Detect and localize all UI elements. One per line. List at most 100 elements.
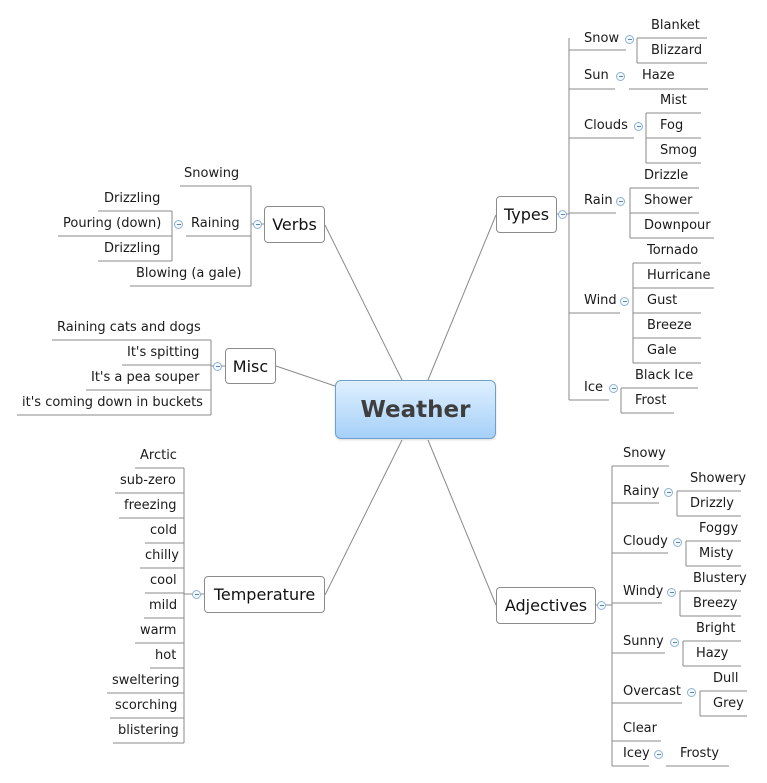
topic-label: Misc [232,356,269,376]
subtopic-breezy[interactable]: Breezy [693,596,738,611]
edge-central-verbs [324,224,403,381]
topic-label: Temperature [213,585,316,604]
collapse-icon[interactable] [213,362,222,371]
subtopic-mist[interactable]: Mist [660,93,687,108]
central-topic-label: Weather [360,396,471,423]
subtopic-clouds[interactable]: Clouds [584,118,628,133]
subtopic-dull[interactable]: Dull [713,671,739,686]
subtopic-fog[interactable]: Fog [660,118,684,133]
subtopic-snowing[interactable]: Snowing [184,166,240,181]
subtopic-smog[interactable]: Smog [660,143,698,158]
collapse-icon[interactable] [597,601,606,610]
collapse-icon[interactable] [667,588,676,597]
collapse-icon[interactable] [673,538,682,547]
subtopic-shower[interactable]: Shower [644,193,693,208]
subtopic-snowy[interactable]: Snowy [623,446,666,461]
subtopic-its-coming-down-in-buckets[interactable]: it's coming down in buckets [22,395,203,410]
topic-adjectives[interactable]: Adjectives [496,587,596,624]
subtopic-overcast[interactable]: Overcast [623,684,681,699]
subtopic-foggy[interactable]: Foggy [699,521,739,536]
subtopic-tornado[interactable]: Tornado [647,243,699,258]
central-topic-weather[interactable]: Weather [335,380,496,439]
subtopic-drizzling[interactable]: Drizzling [104,191,161,206]
collapse-icon[interactable] [609,384,618,393]
subtopic-arctic[interactable]: Arctic [140,448,177,463]
subtopic-ice[interactable]: Ice [584,380,603,395]
topic-label: Verbs [272,215,317,234]
subtopic-blizzard[interactable]: Blizzard [651,43,703,58]
edge-central-temperature [324,439,403,596]
topic-label: Adjectives [504,596,588,615]
collapse-icon[interactable] [664,488,673,497]
subtopic-frosty[interactable]: Frosty [680,746,720,761]
subtopic-blowing-a-gale[interactable]: Blowing (a gale) [136,266,242,281]
subtopic-clear[interactable]: Clear [623,721,657,736]
subtopic-cloudy[interactable]: Cloudy [623,534,668,549]
subtopic-hurricane[interactable]: Hurricane [647,268,711,283]
collapse-icon[interactable] [616,197,625,206]
subtopic-drizzly[interactable]: Drizzly [690,496,734,511]
subtopic-icey[interactable]: Icey [623,746,650,761]
subtopic-its-spitting[interactable]: It's spitting [127,345,200,360]
subtopic-rainy[interactable]: Rainy [623,484,660,499]
subtopic-hazy[interactable]: Hazy [696,646,729,661]
subtopic-bright[interactable]: Bright [696,621,736,636]
collapse-icon[interactable] [687,688,696,697]
subtopic-raining[interactable]: Raining [191,216,240,231]
subtopic-scorching[interactable]: scorching [115,698,178,713]
subtopic-black-ice[interactable]: Black Ice [635,368,694,383]
topic-misc[interactable]: Misc [225,348,276,384]
subtopic-warm[interactable]: warm [140,623,177,638]
subtopic-drizzle[interactable]: Drizzle [644,168,689,183]
subtopic-mild[interactable]: mild [149,598,178,613]
subtopic-pouring-down[interactable]: Pouring (down) [63,216,162,231]
subtopic-drizzling[interactable]: Drizzling [104,241,161,256]
subtopic-rain[interactable]: Rain [584,193,613,208]
edge-central-misc [275,365,336,387]
subtopic-showery[interactable]: Showery [690,471,747,486]
collapse-icon[interactable] [670,638,679,647]
subtopic-haze[interactable]: Haze [642,68,675,83]
subtopic-chilly[interactable]: chilly [145,548,179,563]
subtopic-downpour[interactable]: Downpour [644,218,711,233]
collapse-icon[interactable] [634,122,643,131]
subtopic-its-a-pea-souper[interactable]: It's a pea souper [91,370,200,385]
subtopic-breeze[interactable]: Breeze [647,318,692,333]
collapse-icon[interactable] [558,210,567,219]
edge-central-adjectives [427,439,497,606]
subtopic-sweltering[interactable]: sweltering [112,673,180,688]
collapse-icon[interactable] [174,220,183,229]
subtopic-misty[interactable]: Misty [699,546,734,561]
subtopic-frost[interactable]: Frost [635,393,667,408]
subtopic-snow[interactable]: Snow [584,31,620,46]
subtopic-blustery[interactable]: Blustery [693,571,747,586]
subtopic-cool[interactable]: cool [150,573,177,588]
subtopic-cold[interactable]: cold [150,523,177,538]
subtopic-grey[interactable]: Grey [713,696,744,711]
collapse-icon[interactable] [253,220,262,229]
collapse-icon[interactable] [192,590,201,599]
collapse-icon[interactable] [616,72,625,81]
collapse-icon[interactable] [625,35,634,44]
subtopic-sunny[interactable]: Sunny [623,634,664,649]
topic-verbs[interactable]: Verbs [264,206,325,243]
subtopic-blanket[interactable]: Blanket [651,18,700,33]
edge-central-types [427,214,497,381]
subtopic-raining-cats-and-dogs[interactable]: Raining cats and dogs [57,320,201,335]
subtopic-windy[interactable]: Windy [623,584,664,599]
collapse-icon[interactable] [654,750,663,759]
topic-label: Types [503,205,550,224]
subtopic-hot[interactable]: hot [155,648,177,663]
subtopic-gust[interactable]: Gust [647,293,678,308]
topic-temperature[interactable]: Temperature [204,576,325,613]
subtopic-gale[interactable]: Gale [647,343,677,358]
subtopic-wind[interactable]: Wind [584,293,617,308]
subtopic-sub-zero[interactable]: sub-zero [120,473,176,488]
collapse-icon[interactable] [620,297,629,306]
subtopic-freezing[interactable]: freezing [124,498,177,513]
subtopic-sun[interactable]: Sun [584,68,609,83]
topic-types[interactable]: Types [496,196,557,233]
subtopic-blistering[interactable]: blistering [118,723,179,738]
